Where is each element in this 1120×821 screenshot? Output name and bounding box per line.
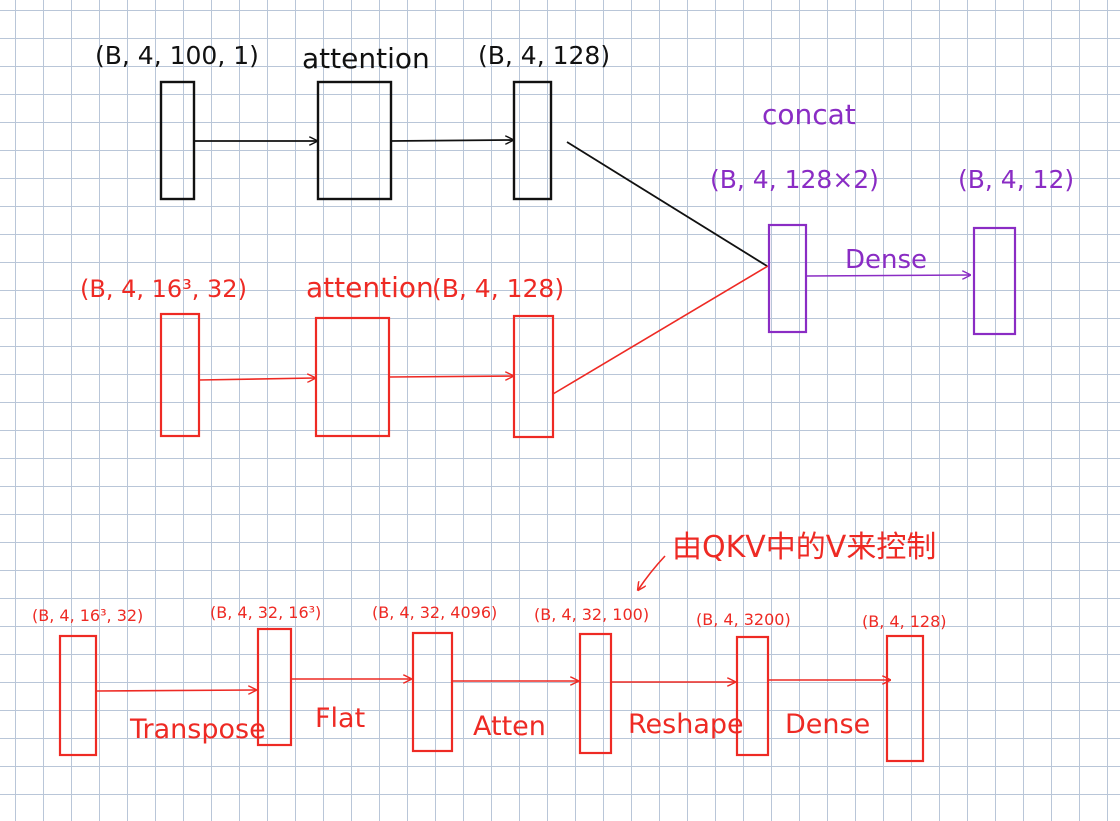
concat-label: concat	[762, 98, 856, 131]
op-atten: Atten	[473, 711, 546, 742]
mid-attention-block	[314, 316, 391, 438]
mid-arrow-2	[388, 376, 513, 377]
shape-label-1: (B, 4, 16³, 32)	[32, 606, 143, 625]
top-arrow-2	[390, 140, 513, 141]
shape-label-5: (B, 4, 3200)	[696, 610, 791, 629]
v-control-note: 由QKV中的V来控制	[672, 530, 936, 565]
top-input-shape: (B, 4, 100, 1)	[95, 41, 259, 70]
dense-arrow	[805, 275, 970, 276]
output-block	[972, 226, 1017, 336]
detail-block-1	[58, 634, 98, 757]
detail-row: 由QKV中的V来控制 (B, 4, 16³, 32) (B, 4, 32, 16…	[32, 530, 947, 763]
shape-label-6: (B, 4, 128)	[862, 612, 947, 631]
top-output-block	[512, 80, 553, 201]
merge-section: concat (B, 4, 128×2) (B, 4, 12) Dense	[710, 98, 1074, 336]
mid-output-block	[512, 314, 555, 439]
note-pointer-arrow	[638, 555, 666, 590]
output-shape: (B, 4, 12)	[958, 165, 1074, 194]
shape-label-3: (B, 4, 32, 4096)	[372, 603, 497, 622]
detail-block-6	[885, 634, 925, 763]
shape-label-4: (B, 4, 32, 100)	[534, 605, 649, 624]
mid-branch: (B, 4, 16³, 32) attention (B, 4, 128)	[80, 265, 769, 439]
detail-block-4	[578, 632, 613, 755]
detail-block-3	[411, 631, 454, 753]
op-reshape: Reshape	[628, 709, 744, 740]
top-to-concat-line	[566, 141, 768, 267]
top-attention-block	[316, 80, 393, 201]
detail-arrow-1	[95, 690, 256, 691]
shape-label-2: (B, 4, 32, 16³)	[210, 603, 321, 622]
detail-block-2	[256, 627, 293, 747]
mid-attention-label: attention	[306, 271, 434, 304]
op-dense: Dense	[785, 709, 870, 740]
concat-block	[767, 223, 808, 334]
concat-shape: (B, 4, 128×2)	[710, 165, 879, 194]
mid-arrow-1	[198, 378, 315, 380]
top-attention-label: attention	[302, 42, 430, 75]
top-branch: (B, 4, 100, 1) attention (B, 4, 128)	[95, 41, 768, 267]
detail-block-5	[735, 635, 770, 757]
dense-label: Dense	[845, 245, 927, 275]
top-input-block	[159, 80, 196, 201]
mid-input-block	[159, 312, 201, 438]
mid-input-shape: (B, 4, 16³, 32)	[80, 275, 247, 303]
mid-to-concat-line	[552, 265, 769, 395]
op-flat: Flat	[315, 703, 365, 734]
top-output-shape: (B, 4, 128)	[478, 41, 610, 70]
mid-output-shape: (B, 4, 128)	[432, 274, 564, 303]
op-transpose: Transpose	[129, 714, 266, 745]
